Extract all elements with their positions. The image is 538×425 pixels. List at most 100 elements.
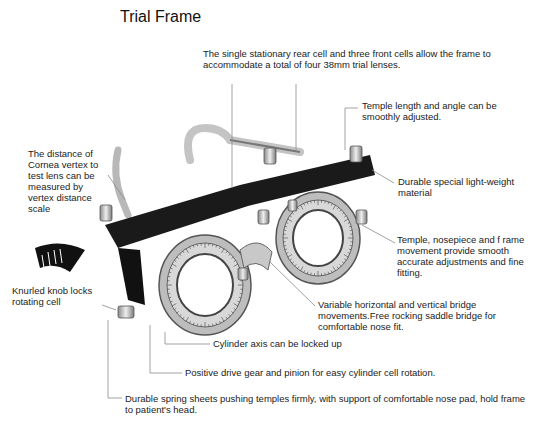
- scale-tick: [328, 202, 330, 204]
- scale-tick: [219, 247, 220, 249]
- scale-tick: [310, 273, 312, 275]
- scale-tick: [295, 264, 297, 266]
- scale-tick: [172, 264, 176, 267]
- scale-tick: [169, 297, 171, 299]
- right-temple: [188, 128, 300, 160]
- right-lens-cell: [276, 192, 360, 284]
- scale-tick: [348, 238, 353, 239]
- left-lens-cell: [159, 235, 251, 335]
- scale-tick: [231, 311, 233, 313]
- scale-tick: [290, 216, 292, 217]
- scale-tick: [321, 273, 322, 275]
- scale-tick: [297, 267, 298, 269]
- scale-tick: [301, 205, 304, 209]
- scale-tick: [174, 308, 176, 309]
- scale-tick: [226, 317, 227, 319]
- scale-tick: [201, 243, 202, 245]
- scale-tick: [168, 276, 170, 278]
- scale-tick: [349, 226, 351, 228]
- knobs: [100, 146, 367, 318]
- scale-tick: [190, 321, 191, 323]
- scale-tick: [201, 324, 202, 326]
- scale-tick: [169, 272, 171, 274]
- scale-tick: [288, 219, 292, 222]
- scale-tick: [340, 210, 342, 212]
- scale-tick: [350, 241, 352, 242]
- callout-note: Temple length and angle can be smoothly …: [362, 100, 532, 122]
- scale-tick: [186, 249, 189, 253]
- scale-tick: [234, 264, 238, 267]
- scale-tick: [239, 297, 241, 299]
- scale-tick: [337, 207, 338, 209]
- scale-tick: [219, 321, 220, 323]
- scale-tick: [205, 243, 206, 248]
- nose-bridge: [240, 243, 272, 270]
- scale-tick: [344, 216, 346, 217]
- scale-tick: [297, 207, 298, 209]
- scale-tick: [283, 234, 285, 235]
- scale-tick: [304, 270, 305, 272]
- scale-tick: [283, 241, 285, 242]
- scale-tick: [340, 264, 342, 266]
- vertex-scale-inset: [35, 243, 85, 272]
- callout-note: Cylinder axis can be locked up: [213, 338, 463, 349]
- scale-tick: [344, 219, 348, 222]
- scale-tick: [234, 304, 238, 307]
- scale-tick: [167, 289, 169, 290]
- scale-tick: [283, 238, 288, 239]
- scale-tick: [197, 244, 199, 246]
- scale-tick: [170, 268, 172, 269]
- scale-tick: [222, 249, 225, 253]
- scale-tick: [237, 301, 239, 302]
- scale-tick: [186, 317, 189, 321]
- scale-tick: [324, 201, 326, 203]
- scale-tick: [212, 324, 214, 326]
- scale-tick: [172, 304, 176, 307]
- scale-tick: [234, 260, 236, 261]
- scale-tick: [167, 280, 169, 281]
- scale-tick: [234, 308, 236, 309]
- scale-tick: [318, 271, 319, 276]
- scale-tick: [190, 247, 191, 249]
- scale-tick: [183, 251, 184, 253]
- scale-tick: [183, 317, 184, 319]
- scale-tick: [208, 243, 209, 245]
- scale-tick: [238, 285, 243, 286]
- scale-tick: [350, 230, 352, 232]
- scale-tick: [193, 245, 195, 247]
- scale-tick: [344, 255, 348, 258]
- scale-tick: [318, 200, 319, 205]
- scale-tick: [331, 203, 332, 205]
- callout-note: Temple, nosepiece and f rame movement pr…: [397, 234, 533, 278]
- scale-tick: [240, 293, 242, 295]
- callout-note: Durable special light-weight material: [398, 176, 530, 198]
- left-arm: [118, 248, 145, 305]
- scale-tick: [350, 245, 352, 247]
- scale-tick: [215, 245, 217, 247]
- scale-tick: [284, 230, 286, 232]
- scale-tick: [286, 252, 288, 253]
- callout-note: Knurled knob locks rotating cell: [12, 285, 102, 307]
- scale-tick: [197, 324, 199, 326]
- scale-tick: [286, 223, 288, 224]
- scale-tick: [229, 314, 231, 316]
- scale-tick: [314, 273, 315, 275]
- diagram-title: Trial Frame: [120, 8, 201, 26]
- scale-tick: [285, 226, 287, 228]
- callout-note: The single stationary rear cell and thre…: [203, 48, 523, 70]
- scale-tick: [292, 262, 294, 264]
- callout-note: Positive drive gear and pinion for easy …: [185, 367, 525, 378]
- callout-note: Variable horizontal and vertical bridge …: [318, 299, 530, 332]
- scale-tick: [331, 270, 332, 272]
- scale-tick: [205, 322, 206, 327]
- scale-tick: [342, 213, 344, 215]
- left-temple: [116, 150, 128, 215]
- scale-tick: [348, 252, 350, 253]
- scale-tick: [193, 323, 195, 325]
- scale-tick: [310, 201, 312, 203]
- scale-tick: [222, 317, 225, 321]
- scale-tick: [304, 203, 305, 205]
- scale-tick: [177, 257, 179, 259]
- scale-tick: [288, 255, 292, 258]
- scale-tick: [290, 259, 292, 260]
